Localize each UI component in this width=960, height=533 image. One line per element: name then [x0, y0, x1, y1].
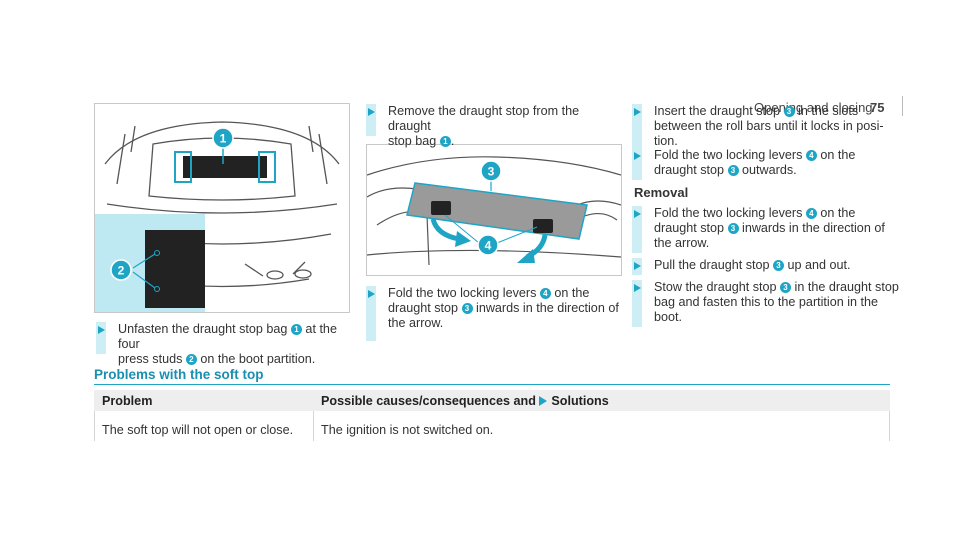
callout-2: 2 — [185, 354, 197, 365]
step-arrow-icon — [634, 152, 641, 160]
step-arrow-icon — [98, 326, 105, 334]
page-number: 75 — [870, 100, 885, 115]
callout-3: 3 — [727, 223, 739, 234]
step-fold-outwards: Fold the two locking levers 4 on the dra… — [632, 148, 902, 180]
step-pull-out: Pull the draught stop 3 up and out. — [632, 258, 902, 275]
step-remove: Remove the draught stop from the draught… — [366, 104, 620, 148]
callout-1: 1 — [439, 136, 451, 147]
callout-1: 1 — [220, 132, 227, 146]
callout-4: 4 — [805, 150, 817, 161]
heading-rule — [94, 384, 890, 385]
callout-3: 3 — [780, 282, 792, 293]
step-stow: Stow the draught stop 3 in the draught s… — [632, 280, 902, 327]
problems-heading: Problems with the soft top — [94, 367, 264, 382]
step-arrow-icon — [634, 284, 641, 292]
callout-4: 4 — [485, 239, 492, 253]
step-insert: Insert the draught stop 3 in the slots b… — [632, 104, 902, 151]
solutions-arrow-icon — [539, 396, 548, 406]
step-arrow-icon — [368, 108, 375, 116]
step-arrow-icon — [634, 210, 641, 218]
table-cell-cause: The ignition is not switched on. — [321, 423, 494, 437]
step-arrow-icon — [634, 108, 641, 116]
callout-3: 3 — [783, 106, 795, 117]
callout-4: 4 — [539, 288, 551, 299]
step-unfasten: Unfasten the draught stop bag 1 at the f… — [96, 322, 346, 366]
callout-1: 1 — [290, 324, 302, 335]
step-arrow-icon — [634, 262, 641, 270]
step-arrow-icon — [368, 290, 375, 298]
col-causes: Possible causes/consequences and Solutio… — [321, 394, 609, 408]
callout-3: 3 — [488, 165, 495, 179]
table-divider-mid — [313, 411, 314, 441]
boot-illustration: 1 2 — [95, 121, 340, 312]
figure-draught-stop: 3 4 — [366, 144, 622, 276]
step-fold-inwards: Fold the two locking levers 4 on the dra… — [366, 286, 620, 341]
removal-heading: Removal — [634, 185, 689, 200]
table-header — [94, 390, 890, 411]
header-divider — [902, 96, 903, 116]
figure-boot-bag: 1 2 — [94, 103, 350, 313]
step-fold-inwards-removal: Fold the two locking levers 4 on the dra… — [632, 206, 902, 253]
callout-3: 3 — [773, 260, 785, 271]
callout-3: 3 — [727, 165, 739, 176]
callout-4: 4 — [805, 208, 817, 219]
col-problem: Problem — [102, 394, 153, 408]
table-cell-problem: The soft top will not open or close. — [102, 423, 294, 437]
table-divider-right — [889, 411, 890, 441]
table-divider-left — [94, 411, 95, 441]
callout-3: 3 — [461, 303, 473, 314]
callout-2: 2 — [118, 264, 125, 278]
draught-stop-illustration: 3 4 — [367, 156, 621, 266]
